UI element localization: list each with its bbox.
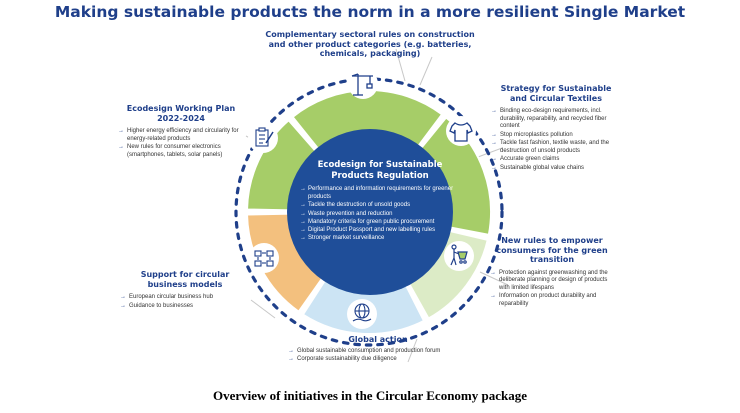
center-list: Performance and information requirements… [296,185,464,242]
icon-badge-top [348,69,378,99]
list-item: Protection against greenwashing and the … [490,270,614,293]
block-global-action: Global action Global sustainable consump… [288,335,468,365]
block-heading: Global action [348,335,408,344]
center-item: Stronger market surveillance [300,234,464,242]
list-item: Higher energy efficiency and circularity… [118,128,244,143]
center-item: Mandatory criteria for green public proc… [300,218,464,226]
center-heading: Ecodesign for Sustainable Products Regul… [317,160,443,181]
list-item: Stop microplastics pollution [491,132,621,140]
block-ecodesign-plan: Ecodesign Working Plan 2022-2024 Higher … [118,104,244,160]
icon-badge-textiles [446,116,476,146]
center-item: Digital Product Passport and new labelli… [300,226,464,234]
center-regulation-text: Ecodesign for Sustainable Products Regul… [296,160,464,242]
icon-badge-consumers [444,241,474,271]
figure-caption: Overview of initiatives in the Circular … [212,388,528,403]
block-heading: Ecodesign Working Plan 2022-2024 [126,104,236,123]
shopping-cart-person-icon [450,244,468,266]
block-consumers: New rules to empower consumers for the g… [490,236,614,309]
globe-hand-icon [352,303,372,322]
block-heading: Support for circular business models [140,270,230,289]
page-title: Making sustainable products the norm in … [54,3,686,21]
connector-top-right [419,56,433,86]
block-heading: Strategy for Sustainable and Circular Te… [500,84,612,103]
list-item: European circular business hub [120,294,250,302]
list-item: Accurate green claims [491,156,621,164]
icon-badge-ecodesign [248,123,278,153]
clipboard-checklist-icon [255,127,274,147]
connector-lower-left [250,299,276,319]
center-item: Tackle the destruction of unsold goods [300,201,464,209]
list-item: Global sustainable consumption and produ… [288,348,468,356]
block-heading: New rules to empower consumers for the g… [496,236,608,265]
list-item: New rules for consumer electronics (smar… [118,144,244,159]
list-item: Corporate sustainability due diligence [288,356,468,364]
icon-badge-support [249,243,279,273]
connector-top [395,48,406,82]
t-shirt-icon [449,122,473,142]
block-textiles: Strategy for Sustainable and Circular Te… [491,84,621,173]
center-item: Performance and information requirements… [300,185,464,201]
block-support-business: Support for circular business models Eur… [120,270,250,311]
list-item: Binding eco-design requirements, incl. d… [491,108,621,131]
block-sectoral-rules: Complementary sectoral rules on construc… [263,30,477,64]
business-cycle-icon [254,250,274,267]
block-heading: Complementary sectoral rules on construc… [265,30,475,59]
list-item: Information on product durability and re… [490,293,614,308]
construction-crane-icon [351,73,373,96]
center-item: Waste prevention and reduction [300,210,464,218]
list-item: Guidance to businesses [120,303,250,311]
icon-badge-global [347,299,377,329]
list-item: Sustainable global value chains [491,165,621,173]
list-item: Tackle fast fashion, textile waste, and … [491,140,621,155]
